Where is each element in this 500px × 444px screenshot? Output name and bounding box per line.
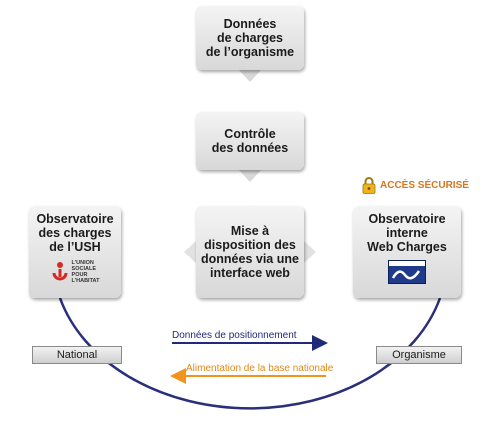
node-controle-donnees-label: Contrôle des données [211,127,289,155]
ush-logo-text: L’UNION SOCIALE POUR L’HABITAT [71,260,100,284]
node-observatoire-ush: Observatoire des charges de l’USH L’UNIO… [29,206,121,298]
ush-logo: L’UNION SOCIALE POUR L’HABITAT [51,260,100,284]
web-charges-logo-icon [389,261,425,280]
node-controle-donnees: Contrôle des données [196,112,304,170]
controle-pointer [238,169,262,182]
node-donnees-charges-label: Données de charges de l’organisme [205,17,295,59]
mise-pointer-left [184,240,197,264]
padlock-icon [362,177,376,194]
node-observatoire-interne-label: Observatoire interne Web Charges [367,212,447,254]
mise-pointer-right [303,240,316,264]
node-observatoire-interne: Observatoire interne Web Charges [353,206,461,298]
label-national: National [32,346,122,364]
ush-logo-icon [52,262,68,281]
flow-label-alimentation: Alimentation de la base nationale [186,363,334,374]
charges-pointer [238,69,262,82]
flow-label-positionnement: Données de positionnement [172,330,297,341]
secure-access-label: ACCÈS SÉCURISÉ [380,180,469,191]
label-organisme: Organisme [376,346,462,364]
node-donnees-charges: Données de charges de l’organisme [196,6,304,70]
node-mise-a-disposition: Mise à disposition des données via une i… [196,206,304,298]
secure-access: ACCÈS SÉCURISÉ [362,177,469,194]
web-charges-logo [388,260,426,284]
node-mise-a-disposition-label: Mise à disposition des données via une i… [201,224,299,280]
node-observatoire-ush-label: Observatoire des charges de l’USH [36,212,114,254]
